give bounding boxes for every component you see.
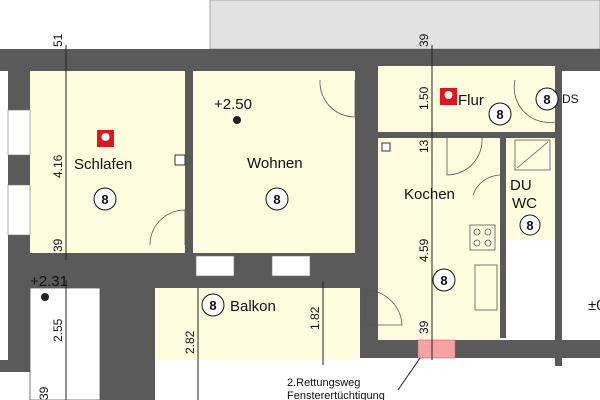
dim-flur-height: 1.50 bbox=[417, 86, 431, 110]
dim-top-right: 39 bbox=[417, 33, 431, 47]
dim-bottom-left: 39 bbox=[37, 386, 51, 400]
dimension-lines bbox=[65, 45, 433, 400]
room-label-flur: Flur bbox=[458, 92, 484, 109]
room-schlafen bbox=[30, 71, 185, 253]
dim-top-left: 51 bbox=[51, 33, 65, 47]
room-balkon bbox=[155, 288, 360, 360]
dim-kitchen-height: 4.59 bbox=[417, 238, 431, 262]
escape-window bbox=[417, 339, 456, 359]
svg-text:8: 8 bbox=[101, 192, 108, 207]
smoke-detector-icon bbox=[440, 88, 457, 105]
svg-text:8: 8 bbox=[209, 298, 216, 313]
svg-text:8: 8 bbox=[526, 218, 533, 233]
level-marker-icon bbox=[233, 116, 241, 124]
room-label-wc: WC bbox=[512, 195, 537, 212]
dim-stair: 2.55 bbox=[51, 318, 65, 342]
svg-text:8: 8 bbox=[273, 192, 280, 207]
level-marker-icon bbox=[41, 293, 49, 301]
annotation-line2: Fensterertüchtigung bbox=[287, 390, 385, 400]
stove-icon bbox=[469, 224, 496, 251]
svg-text:8: 8 bbox=[440, 273, 447, 288]
room-label-du: DU bbox=[510, 177, 532, 194]
shower-icon bbox=[514, 139, 551, 171]
level-stair: +2.31 bbox=[30, 273, 68, 290]
svg-text:8: 8 bbox=[543, 92, 550, 107]
room-label-schlafen: Schlafen bbox=[74, 156, 132, 173]
dim-schlafen-bottom: 39 bbox=[51, 238, 65, 252]
annotation-line1: 2.Rettungsweg bbox=[287, 377, 360, 389]
shaft-icon bbox=[174, 154, 186, 166]
count-badge: 8 bbox=[488, 102, 512, 126]
walls bbox=[0, 49, 600, 400]
count-badge: 8 bbox=[93, 187, 117, 211]
shaft-icon bbox=[381, 142, 391, 152]
room-label-ds: DS bbox=[562, 92, 579, 106]
sink-icon bbox=[474, 264, 498, 311]
count-badge: 8 bbox=[265, 187, 289, 211]
count-badge: 8 bbox=[432, 268, 456, 292]
neighbor-area bbox=[209, 0, 600, 50]
dim-kitchen-top: 13 bbox=[417, 139, 431, 153]
dim-kitchen-bottom: 39 bbox=[417, 320, 431, 334]
annotation-leader bbox=[397, 357, 421, 391]
room-label-kochen: Kochen bbox=[404, 186, 455, 203]
svg-text:8: 8 bbox=[496, 107, 503, 122]
smoke-detector-icon bbox=[97, 130, 114, 147]
dim-balkon-depth: 1.82 bbox=[308, 306, 322, 330]
room-kochen bbox=[378, 138, 500, 340]
count-badge: 8 bbox=[535, 87, 559, 111]
room-wohnen bbox=[193, 71, 355, 253]
dim-balkon-total: 2.82 bbox=[183, 330, 197, 354]
room-label-balkon: Balkon bbox=[230, 298, 276, 315]
windows bbox=[7, 109, 311, 277]
count-badge: 8 bbox=[519, 214, 541, 236]
level-upper: +2.50 bbox=[214, 96, 252, 113]
door-swings bbox=[149, 79, 556, 326]
dim-schlafen-height: 4.16 bbox=[51, 154, 65, 178]
room-flur bbox=[378, 66, 555, 132]
count-badge: 8 bbox=[201, 293, 225, 317]
room-label-wohnen: Wohnen bbox=[247, 155, 303, 172]
level-ground: ±0 bbox=[588, 297, 600, 314]
stairwell bbox=[29, 287, 101, 400]
